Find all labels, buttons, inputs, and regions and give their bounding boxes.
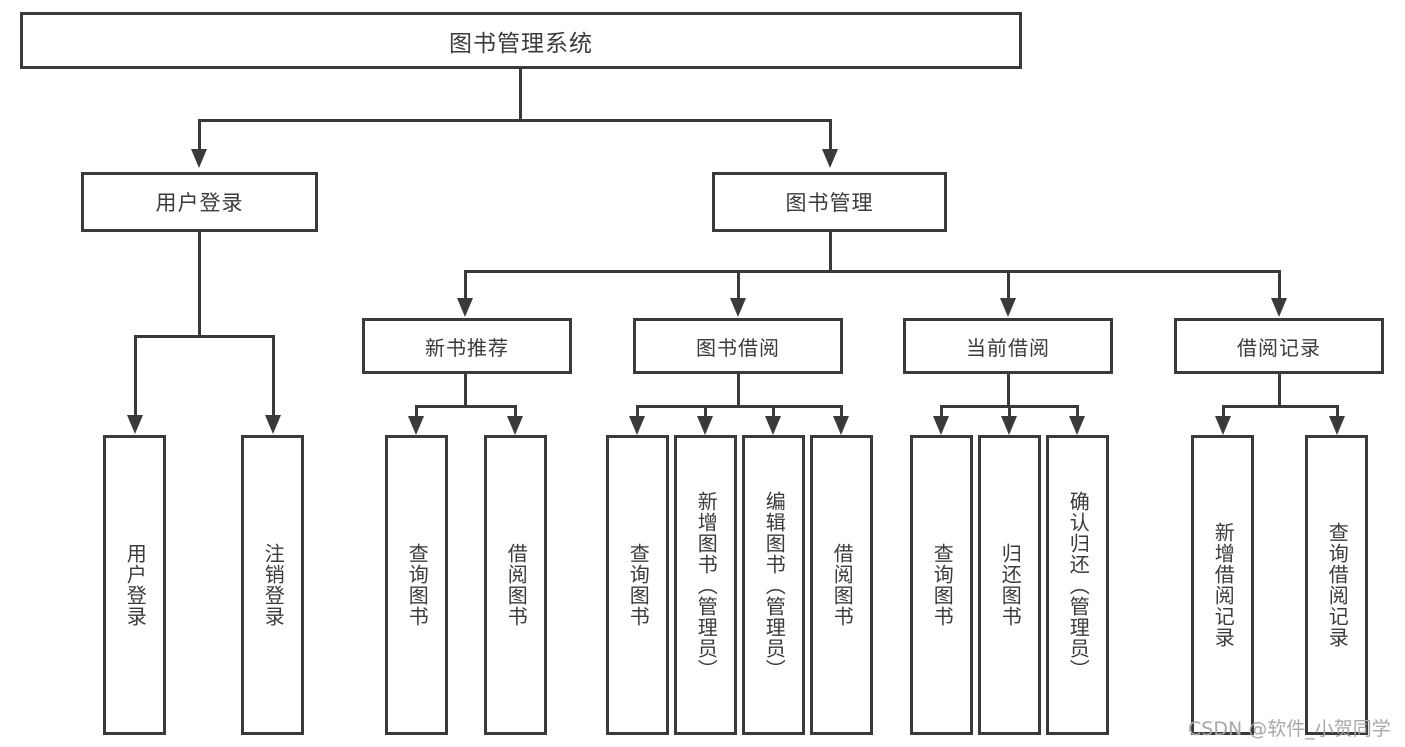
node-current-borrow[interactable]: 当前借阅 [903, 318, 1113, 374]
connector-borrow-stem [737, 374, 740, 405]
connector-borrow-drop-3 [772, 405, 775, 419]
connector-record-stem [1278, 374, 1281, 405]
node-leaf-add-borrow-record[interactable]: 新增借阅记录 [1191, 435, 1254, 735]
arrow-down-icon [457, 298, 473, 317]
node-label: 图书管理系统 [449, 30, 593, 57]
node-leaf-query-borrow-record[interactable]: 查询借阅记录 [1305, 435, 1368, 735]
arrow-down-icon [697, 416, 713, 435]
node-user-login[interactable]: 用户登录 [81, 172, 318, 232]
connector-newbook-drop-2 [514, 405, 517, 419]
connector-book-mgmt-bus [464, 270, 1281, 273]
arrow-down-icon [629, 416, 645, 435]
connector-root-to-book-mgmt [829, 119, 832, 151]
node-label: 归还图书 [998, 543, 1023, 627]
connector-bm-drop-4 [1278, 270, 1281, 300]
connector-current-drop-2 [1008, 405, 1011, 419]
arrow-down-icon [1001, 416, 1017, 435]
arrow-down-icon [1000, 298, 1016, 317]
connector-record-drop-2 [1336, 405, 1339, 419]
node-borrow-record[interactable]: 借阅记录 [1174, 318, 1384, 374]
arrow-down-icon [765, 416, 781, 435]
node-label: 用户登录 [123, 543, 148, 627]
connector-borrow-drop-2 [704, 405, 707, 419]
arrow-down-icon [1069, 416, 1085, 435]
node-book-management[interactable]: 图书管理 [712, 172, 947, 232]
arrow-down-icon [1215, 416, 1231, 435]
node-label: 查询图书 [405, 543, 430, 627]
arrow-down-icon [265, 415, 281, 434]
arrow-down-icon [127, 415, 143, 434]
connector-user-login-bus [134, 335, 275, 338]
arrow-down-icon [1329, 416, 1345, 435]
arrow-down-icon [730, 298, 746, 317]
node-label: 查询借阅记录 [1325, 522, 1350, 648]
arrow-down-icon [507, 416, 523, 435]
connector-newbook-drop-1 [415, 405, 418, 419]
connector-bm-drop-2 [737, 270, 740, 300]
node-leaf-add-book-admin[interactable]: 新增图书（管理员） [674, 435, 737, 735]
node-label: 编辑图书（管理员） [762, 490, 787, 680]
node-leaf-borrow-book-1[interactable]: 借阅图书 [484, 435, 547, 735]
connector-newbook-bus [415, 405, 517, 408]
watermark-text: CSDN @软件_小贺同学 [1188, 718, 1391, 740]
connector-borrow-drop-4 [840, 405, 843, 419]
node-leaf-user-login[interactable]: 用户登录 [103, 435, 166, 735]
connector-bm-drop-3 [1007, 270, 1010, 300]
connector-borrow-bus [636, 405, 841, 408]
node-label: 借阅图书 [830, 543, 855, 627]
connector-borrow-drop-1 [636, 405, 639, 419]
arrow-down-icon [408, 416, 424, 435]
node-label: 查询图书 [930, 543, 955, 627]
connector-current-drop-1 [940, 405, 943, 419]
connector-record-drop-1 [1222, 405, 1225, 419]
node-label: 注销登录 [261, 543, 286, 627]
node-leaf-confirm-return-admin[interactable]: 确认归还（管理员） [1046, 435, 1109, 735]
arrow-down-icon [191, 149, 207, 168]
node-new-book-recommend[interactable]: 新书推荐 [362, 318, 572, 374]
connector-book-mgmt-stem [829, 232, 832, 270]
node-book-borrow[interactable]: 图书借阅 [633, 318, 843, 374]
connector-user-login-drop-2 [272, 335, 275, 417]
node-leaf-query-book-2[interactable]: 查询图书 [606, 435, 669, 735]
connector-user-login-drop-1 [134, 335, 137, 417]
connector-root-bus [198, 119, 832, 122]
node-label: 查询图书 [626, 543, 651, 627]
node-label: 借阅图书 [504, 543, 529, 627]
connector-current-stem [1007, 374, 1010, 405]
node-leaf-edit-book-admin[interactable]: 编辑图书（管理员） [742, 435, 805, 735]
node-leaf-query-book-3[interactable]: 查询图书 [910, 435, 973, 735]
node-label: 借阅记录 [1237, 335, 1321, 360]
node-label: 图书借阅 [696, 335, 780, 360]
node-leaf-query-book-1[interactable]: 查询图书 [385, 435, 448, 735]
arrow-down-icon [933, 416, 949, 435]
arrow-down-icon [833, 416, 849, 435]
arrow-down-icon [822, 149, 838, 168]
node-leaf-logout[interactable]: 注销登录 [241, 435, 304, 735]
node-label: 用户登录 [155, 191, 244, 215]
node-leaf-return-book[interactable]: 归还图书 [978, 435, 1041, 735]
connector-current-drop-3 [1076, 405, 1079, 419]
node-leaf-borrow-book-2[interactable]: 借阅图书 [810, 435, 873, 735]
node-root-system[interactable]: 图书管理系统 [20, 12, 1022, 69]
connector-user-login-stem [198, 232, 201, 335]
node-label: 当前借阅 [966, 335, 1050, 360]
node-label: 图书管理 [785, 191, 874, 215]
connector-newbook-stem [464, 374, 467, 405]
node-label: 新书推荐 [425, 335, 509, 360]
arrow-down-icon [1271, 298, 1287, 317]
connector-root-stem [519, 69, 522, 119]
connector-root-to-user-login [198, 119, 201, 151]
connector-bm-drop-1 [464, 270, 467, 300]
node-label: 新增借阅记录 [1211, 522, 1236, 648]
node-label: 新增图书（管理员） [694, 490, 719, 680]
connector-record-bus [1222, 405, 1339, 408]
node-label: 确认归还（管理员） [1066, 490, 1091, 680]
